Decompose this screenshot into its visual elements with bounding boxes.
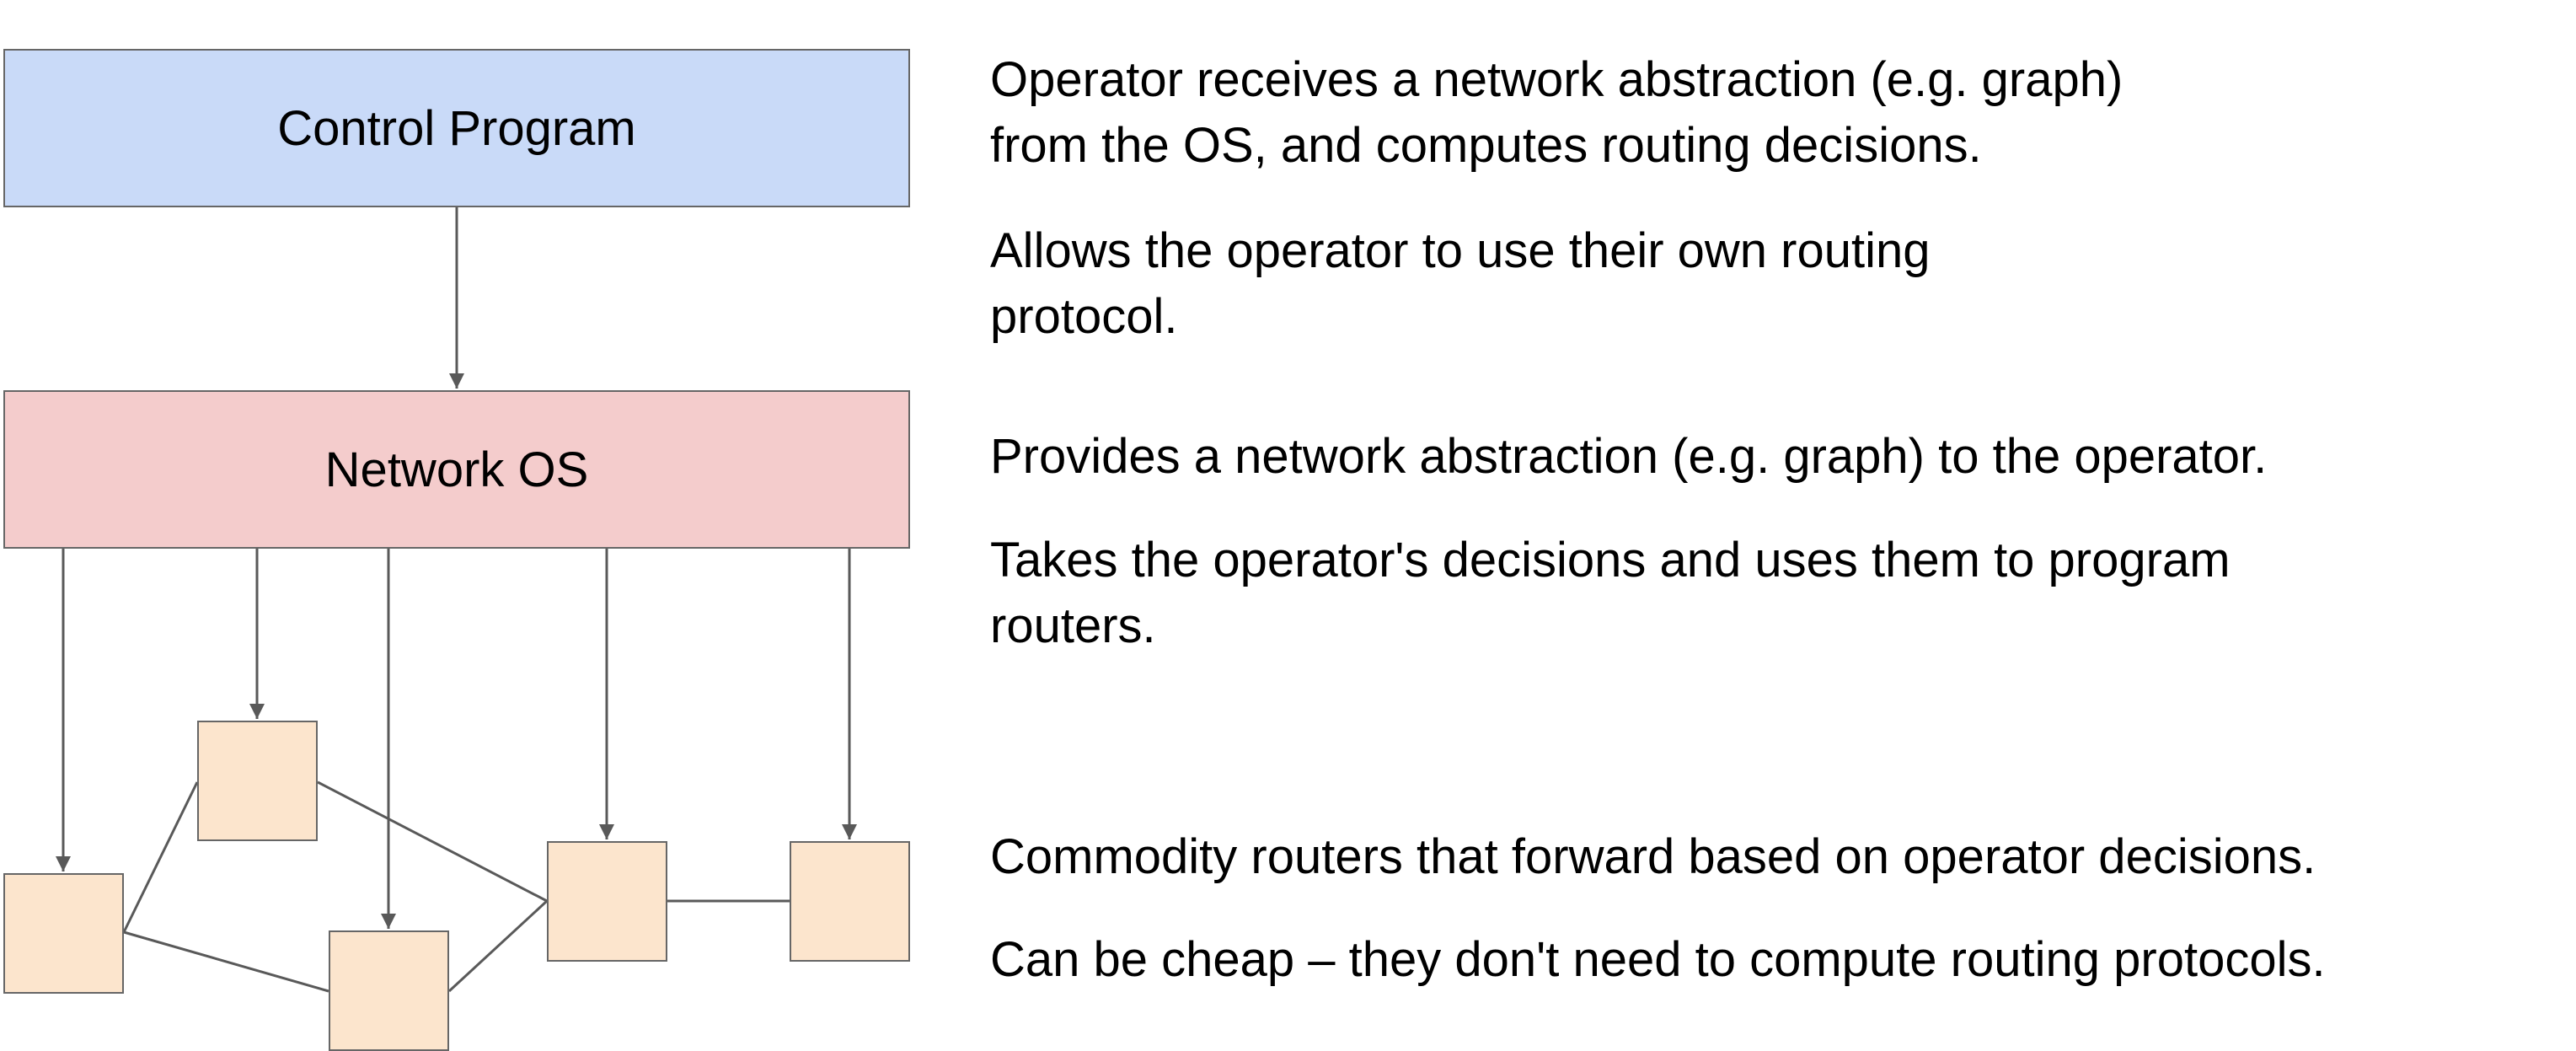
text-line: Allows the operator to use their own rou… xyxy=(990,223,1931,278)
link-a-b xyxy=(122,781,199,933)
router-node xyxy=(197,721,318,841)
network-os-label: Network OS xyxy=(324,442,589,497)
link-c-d xyxy=(447,899,549,993)
router-node xyxy=(329,930,449,1051)
text-line: Takes the operator's decisions and uses … xyxy=(990,533,2231,587)
control-program-label: Control Program xyxy=(277,100,636,156)
text-line: Operator receives a network abstraction … xyxy=(990,52,2123,107)
control-program-description: Operator receives a network abstraction … xyxy=(990,47,2123,179)
router-node xyxy=(547,841,667,962)
text-line: Commodity routers that forward based on … xyxy=(990,829,2316,884)
link-b-d xyxy=(317,780,548,903)
router-node xyxy=(3,873,124,994)
network-os-description: Provides a network abstraction (e.g. gra… xyxy=(990,424,2267,490)
router-node xyxy=(790,841,910,962)
text-line: from the OS, and computes routing decisi… xyxy=(990,118,1982,173)
text-line: routers. xyxy=(990,598,1156,653)
link-a-c xyxy=(123,930,329,993)
control-program-benefit: Allows the operator to use their own rou… xyxy=(990,218,1931,350)
network-os-role: Takes the operator's decisions and uses … xyxy=(990,528,2231,659)
network-os-box: Network OS xyxy=(3,390,910,549)
control-program-box: Control Program xyxy=(3,49,910,207)
routers-description: Commodity routers that forward based on … xyxy=(990,824,2316,890)
routers-benefit: Can be cheap – they don't need to comput… xyxy=(990,927,2326,993)
text-line: protocol. xyxy=(990,289,1178,344)
text-line: Provides a network abstraction (e.g. gra… xyxy=(990,429,2268,484)
text-line: Can be cheap – they don't need to comput… xyxy=(990,932,2326,987)
